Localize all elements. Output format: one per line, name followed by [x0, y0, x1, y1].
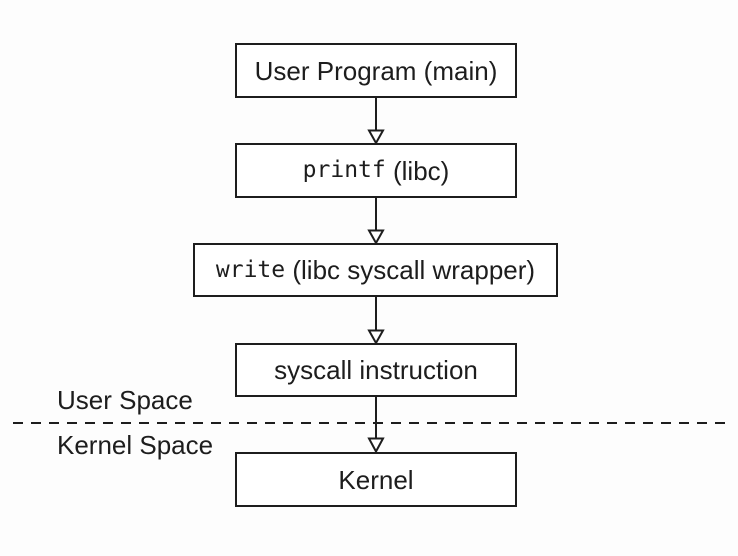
node-write-label-mono: write [215, 256, 286, 283]
arrow-syscall-to-kernel [367, 397, 385, 454]
node-syscall-instruction: syscall instruction [235, 343, 517, 397]
arrow-user-program-to-printf [367, 98, 385, 146]
node-user-program: User Program (main) [235, 43, 517, 98]
node-user-program-label: User Program (main) [254, 55, 498, 86]
kernel-space-label: Kernel Space [57, 430, 214, 460]
user-space-label: User Space [57, 385, 193, 415]
arrow-printf-to-write [367, 198, 385, 246]
node-printf: printf (libc) [235, 143, 517, 198]
node-kernel: Kernel [235, 452, 517, 507]
node-kernel-label: Kernel [338, 464, 414, 495]
arrow-write-to-syscall [367, 297, 385, 346]
node-printf-label-mono: printf [302, 157, 386, 183]
node-write: write (libc syscall wrapper) [193, 243, 558, 297]
node-syscall-instruction-label: syscall instruction [274, 355, 478, 385]
node-write-label-sans: (libc syscall wrapper) [285, 255, 536, 285]
node-printf-label-sans: (libc) [385, 155, 450, 186]
